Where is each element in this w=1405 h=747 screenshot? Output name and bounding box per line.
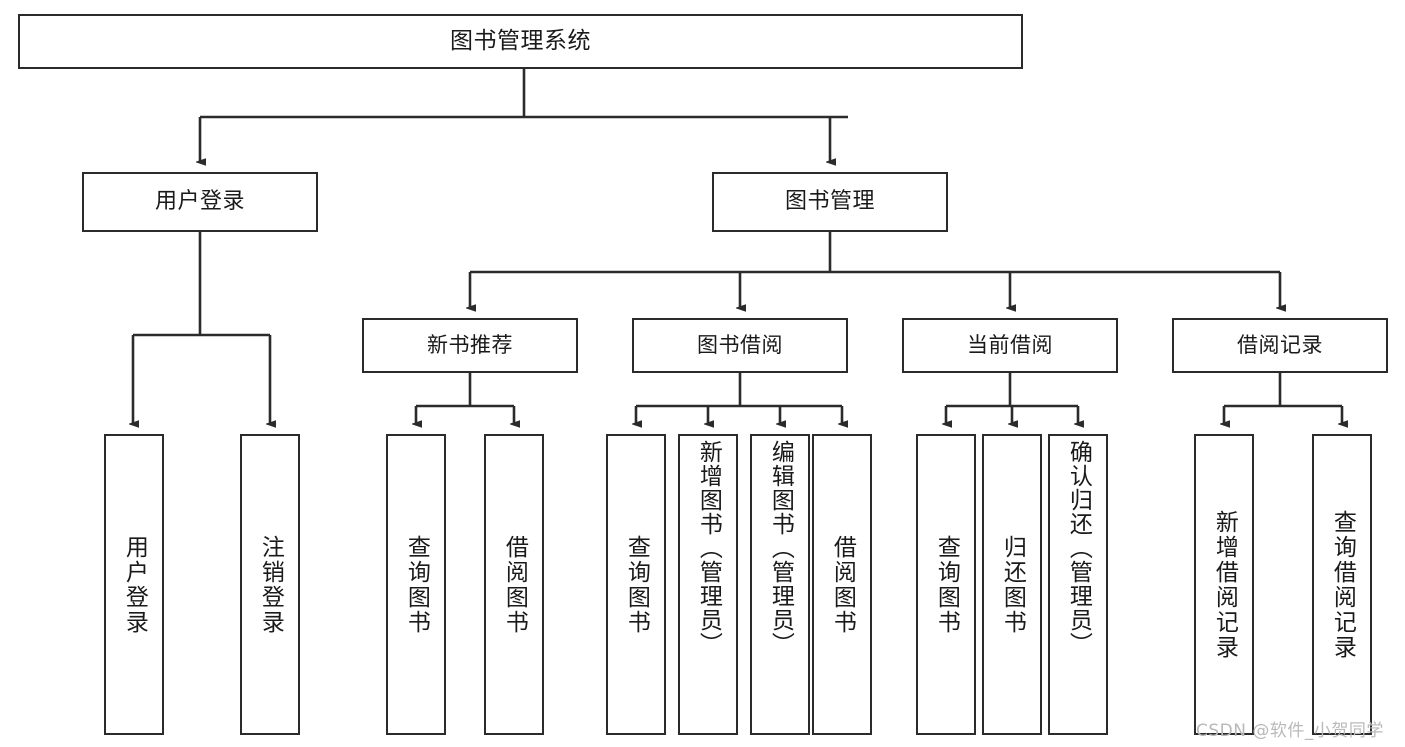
- node-book-borrow[interactable]: 图书借阅: [632, 318, 848, 373]
- node-root-label: 图书管理系统: [450, 28, 591, 55]
- leaf-edit-book-admin[interactable]: 编辑图书（管理员）: [750, 434, 810, 735]
- leaf-add-book-admin-label: 新增图书（管理员）: [695, 440, 722, 656]
- leaf-borrow-book-newbook-label: 借阅图书: [501, 534, 528, 635]
- node-book-borrow-label: 图书借阅: [697, 332, 783, 357]
- node-book-management[interactable]: 图书管理: [712, 172, 948, 232]
- leaf-borrow-book[interactable]: 借阅图书: [812, 434, 872, 735]
- leaf-query-book-borrow-label: 查询图书: [623, 534, 650, 635]
- csdn-watermark: CSDN @软件_小贺同学: [1196, 721, 1384, 741]
- leaf-query-book-borrow[interactable]: 查询图书: [606, 434, 666, 735]
- leaf-add-book-admin[interactable]: 新增图书（管理员）: [678, 434, 738, 735]
- leaf-confirm-return-admin[interactable]: 确认归还（管理员）: [1048, 434, 1108, 735]
- leaf-query-borrow-record[interactable]: 查询借阅记录: [1312, 434, 1372, 735]
- node-user-login[interactable]: 用户登录: [82, 172, 318, 232]
- leaf-edit-book-admin-label: 编辑图书（管理员）: [767, 440, 794, 656]
- leaf-query-book-current[interactable]: 查询图书: [916, 434, 976, 735]
- node-new-book-recommend[interactable]: 新书推荐: [362, 318, 578, 373]
- leaf-add-borrow-record-label: 新增借阅记录: [1211, 509, 1238, 660]
- node-current-borrow-label: 当前借阅: [967, 332, 1053, 357]
- leaf-logout-label: 注销登录: [257, 534, 284, 635]
- leaf-query-book-current-label: 查询图书: [933, 534, 960, 635]
- leaf-query-book-newbook-label: 查询图书: [403, 534, 430, 635]
- node-borrow-records-label: 借阅记录: [1237, 332, 1323, 357]
- leaf-user-login[interactable]: 用户登录: [104, 434, 164, 735]
- leaf-user-login-label: 用户登录: [121, 534, 148, 635]
- leaf-query-book-newbook[interactable]: 查询图书: [386, 434, 446, 735]
- leaf-confirm-return-admin-label: 确认归还（管理员）: [1065, 440, 1092, 656]
- node-current-borrow[interactable]: 当前借阅: [902, 318, 1118, 373]
- leaf-add-borrow-record[interactable]: 新增借阅记录: [1194, 434, 1254, 735]
- node-user-login-label: 用户登录: [154, 188, 245, 214]
- leaf-return-book-label: 归还图书: [999, 534, 1026, 635]
- leaf-borrow-book-newbook[interactable]: 借阅图书: [484, 434, 544, 735]
- node-book-management-label: 图书管理: [784, 188, 875, 214]
- node-borrow-records[interactable]: 借阅记录: [1172, 318, 1388, 373]
- leaf-borrow-book-label: 借阅图书: [829, 534, 856, 635]
- leaf-query-borrow-record-label: 查询借阅记录: [1329, 509, 1356, 660]
- leaf-return-book[interactable]: 归还图书: [982, 434, 1042, 735]
- node-root[interactable]: 图书管理系统: [18, 14, 1023, 69]
- leaf-logout[interactable]: 注销登录: [240, 434, 300, 735]
- node-new-book-recommend-label: 新书推荐: [427, 332, 513, 357]
